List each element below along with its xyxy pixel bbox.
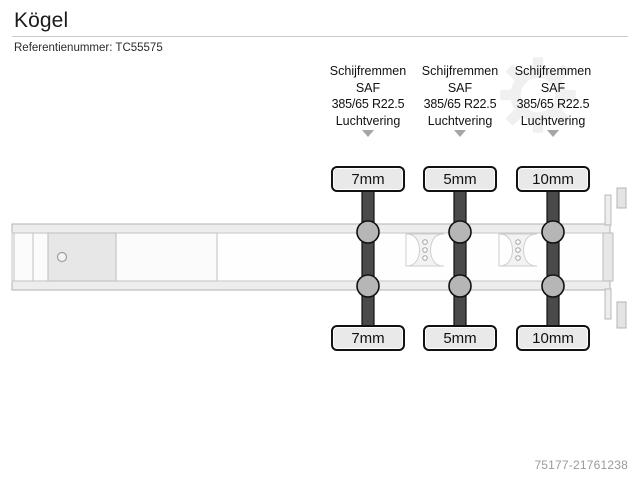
axle-tyre-size: 385/65 R22.5 (516, 97, 590, 111)
axle-make: SAF (540, 80, 566, 95)
wheel-hub-1-bottom (356, 274, 380, 298)
header-divider (12, 36, 628, 37)
chassis-bottom-outer-rail (11, 280, 611, 291)
trailer-chassis-diagram (11, 177, 627, 333)
rear-post (602, 232, 614, 282)
axle-brake-type: Schijfremmen (421, 64, 499, 78)
axle-tyre-size: 385/65 R22.5 (423, 97, 497, 111)
panel-hole (515, 255, 521, 261)
chevron-down-icon (547, 130, 559, 137)
reference-number: Referentienummer: TC55575 (14, 42, 163, 54)
panel-hole (515, 247, 521, 253)
axle-make: SAF (355, 80, 381, 95)
axle-callout-1: Schijfremmen SAF 385/65 R22.5 Luchtverin… (313, 63, 423, 137)
wheel-hub-2-bottom (448, 274, 472, 298)
chassis-top-outer-rail (11, 223, 611, 234)
panel-hole (515, 239, 521, 245)
wheel-hub-2-top (448, 220, 472, 244)
wheel-hub-3-top (541, 220, 565, 244)
wheel-hub-1-top (356, 220, 380, 244)
rear-bumper-upper (616, 187, 627, 209)
axle-bar-3 (546, 177, 560, 333)
axle-callout-3: Schijfremmen SAF 385/65 R22.5 Luchtverin… (498, 63, 608, 137)
kingpin-circle (56, 251, 68, 263)
axle-callout-2: Schijfremmen SAF 385/65 R22.5 Luchtverin… (405, 63, 515, 137)
panel-hole (422, 239, 428, 245)
axle-suspension: Luchtvering (427, 113, 493, 128)
tread-badge-axle3-bottom[interactable]: 10mm (516, 325, 590, 351)
chevron-down-icon (362, 130, 374, 137)
tread-badge-axle1-bottom[interactable]: 7mm (331, 325, 405, 351)
rear-bumper-lower (616, 301, 627, 329)
tread-badge-axle1-top[interactable]: 7mm (331, 166, 405, 192)
axle-bar-2 (453, 177, 467, 333)
page-title: Kögel (14, 9, 69, 32)
axle-tyre-size: 385/65 R22.5 (331, 97, 405, 111)
watermark-id: 75177-21761238 (534, 458, 628, 472)
axle-suspension: Luchtvering (335, 113, 401, 128)
rear-tab-lower (604, 288, 612, 320)
wheel-hub-3-bottom (541, 274, 565, 298)
axle-bar-1 (361, 177, 375, 333)
axle-suspension: Luchtvering (520, 113, 586, 128)
rear-tab-upper (604, 194, 612, 226)
axle-brake-type: Schijfremmen (514, 64, 592, 78)
tread-badge-axle2-top[interactable]: 5mm (423, 166, 497, 192)
chevron-down-icon (454, 130, 466, 137)
axle-brake-type: Schijfremmen (329, 64, 407, 78)
panel-hole (422, 247, 428, 253)
tread-badge-axle2-bottom[interactable]: 5mm (423, 325, 497, 351)
axle-make: SAF (447, 80, 473, 95)
tread-badge-axle3-top[interactable]: 10mm (516, 166, 590, 192)
panel-hole (422, 255, 428, 261)
